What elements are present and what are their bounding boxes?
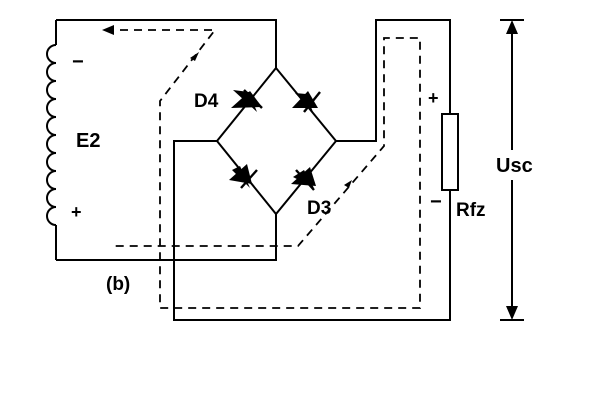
wire-top xyxy=(56,19,277,68)
current-arrow-up-right xyxy=(344,180,352,188)
wire-negative-rail xyxy=(173,140,451,321)
diode-d3 xyxy=(291,167,316,191)
coil-polarity-bottom: + xyxy=(71,202,82,222)
wire-bottom xyxy=(56,214,277,261)
transformer-label: E2 xyxy=(76,130,100,152)
coil-polarity-top: − xyxy=(72,51,84,73)
bridge-diamond xyxy=(215,66,338,216)
diode-d3-label: D3 xyxy=(307,198,331,219)
transformer-coil xyxy=(46,44,57,226)
load-polarity-bottom: − xyxy=(430,191,442,213)
load-label: Rfz xyxy=(456,200,486,221)
load-polarity-top: + xyxy=(428,88,439,108)
diode-d4-label: D4 xyxy=(194,91,219,112)
diode-upper-right xyxy=(292,91,321,113)
wire-positive-rail xyxy=(336,19,451,142)
current-path-return xyxy=(106,29,421,309)
output-voltage-label-bg xyxy=(494,150,538,180)
output-voltage-arrow-top xyxy=(506,20,518,34)
diode-d4 xyxy=(231,89,263,112)
current-arrow-up-left xyxy=(190,52,199,61)
load-resistor xyxy=(441,113,459,191)
current-arrow-left xyxy=(102,25,114,35)
output-voltage-label: Usc xyxy=(496,155,533,177)
output-voltage-arrow-bottom xyxy=(506,306,518,320)
diode-lower-left xyxy=(229,164,258,189)
figure-tag: (b) xyxy=(106,274,130,295)
